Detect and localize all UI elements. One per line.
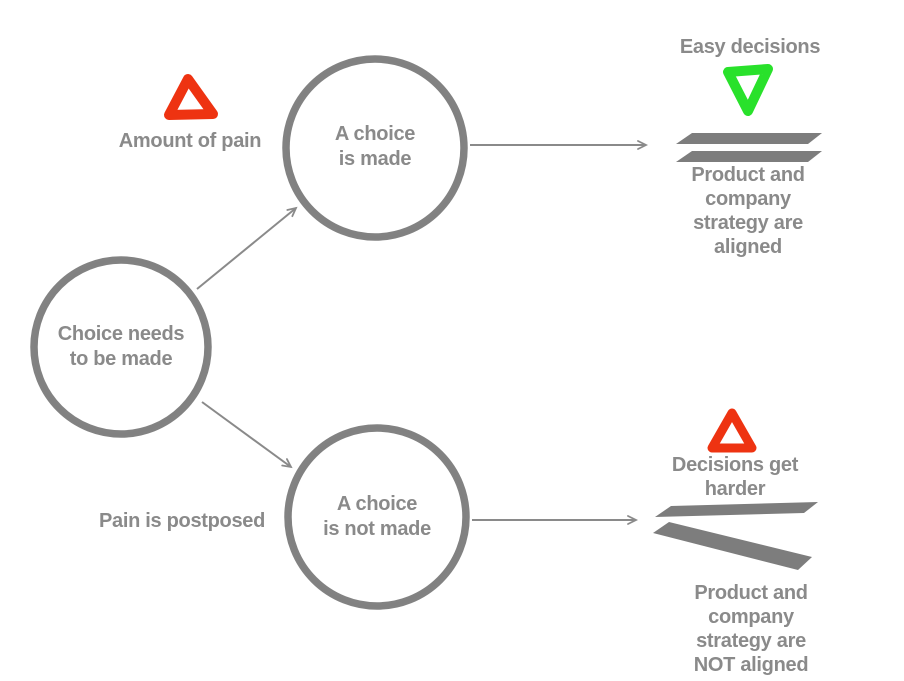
pain-postponed-label: Pain is postposed	[98, 510, 266, 532]
aligned-outcome-label: Product and company strategy are aligned	[691, 164, 805, 258]
amount-of-pain-label: Amount of pain	[118, 130, 262, 152]
green-triangle-down-icon	[723, 64, 773, 116]
diverging-lines-icon	[653, 502, 818, 570]
node-circle-choice-made	[282, 55, 468, 241]
choice-made-node-label: A choice is made	[334, 123, 416, 170]
red-triangle-up-icon	[707, 408, 757, 453]
choice-not-made-node-label: A choice is not made	[323, 493, 431, 540]
node-circle-root	[30, 256, 212, 438]
red-triangle-up-icon	[164, 74, 218, 120]
parallel-lines-icon	[676, 133, 822, 162]
decisions-get-harder-label: Decisions get harder	[671, 454, 799, 500]
easy-decisions-label: Easy decisions	[679, 36, 821, 58]
not-aligned-outcome-label: Product and company strategy are NOT ali…	[693, 582, 809, 676]
arrow-root-to-choice-not-made	[201, 401, 293, 469]
node-circle-choice-not-made	[284, 424, 470, 610]
arrow-root-to-choice-made	[196, 206, 298, 290]
root-node-label: Choice needs to be made	[57, 323, 185, 370]
